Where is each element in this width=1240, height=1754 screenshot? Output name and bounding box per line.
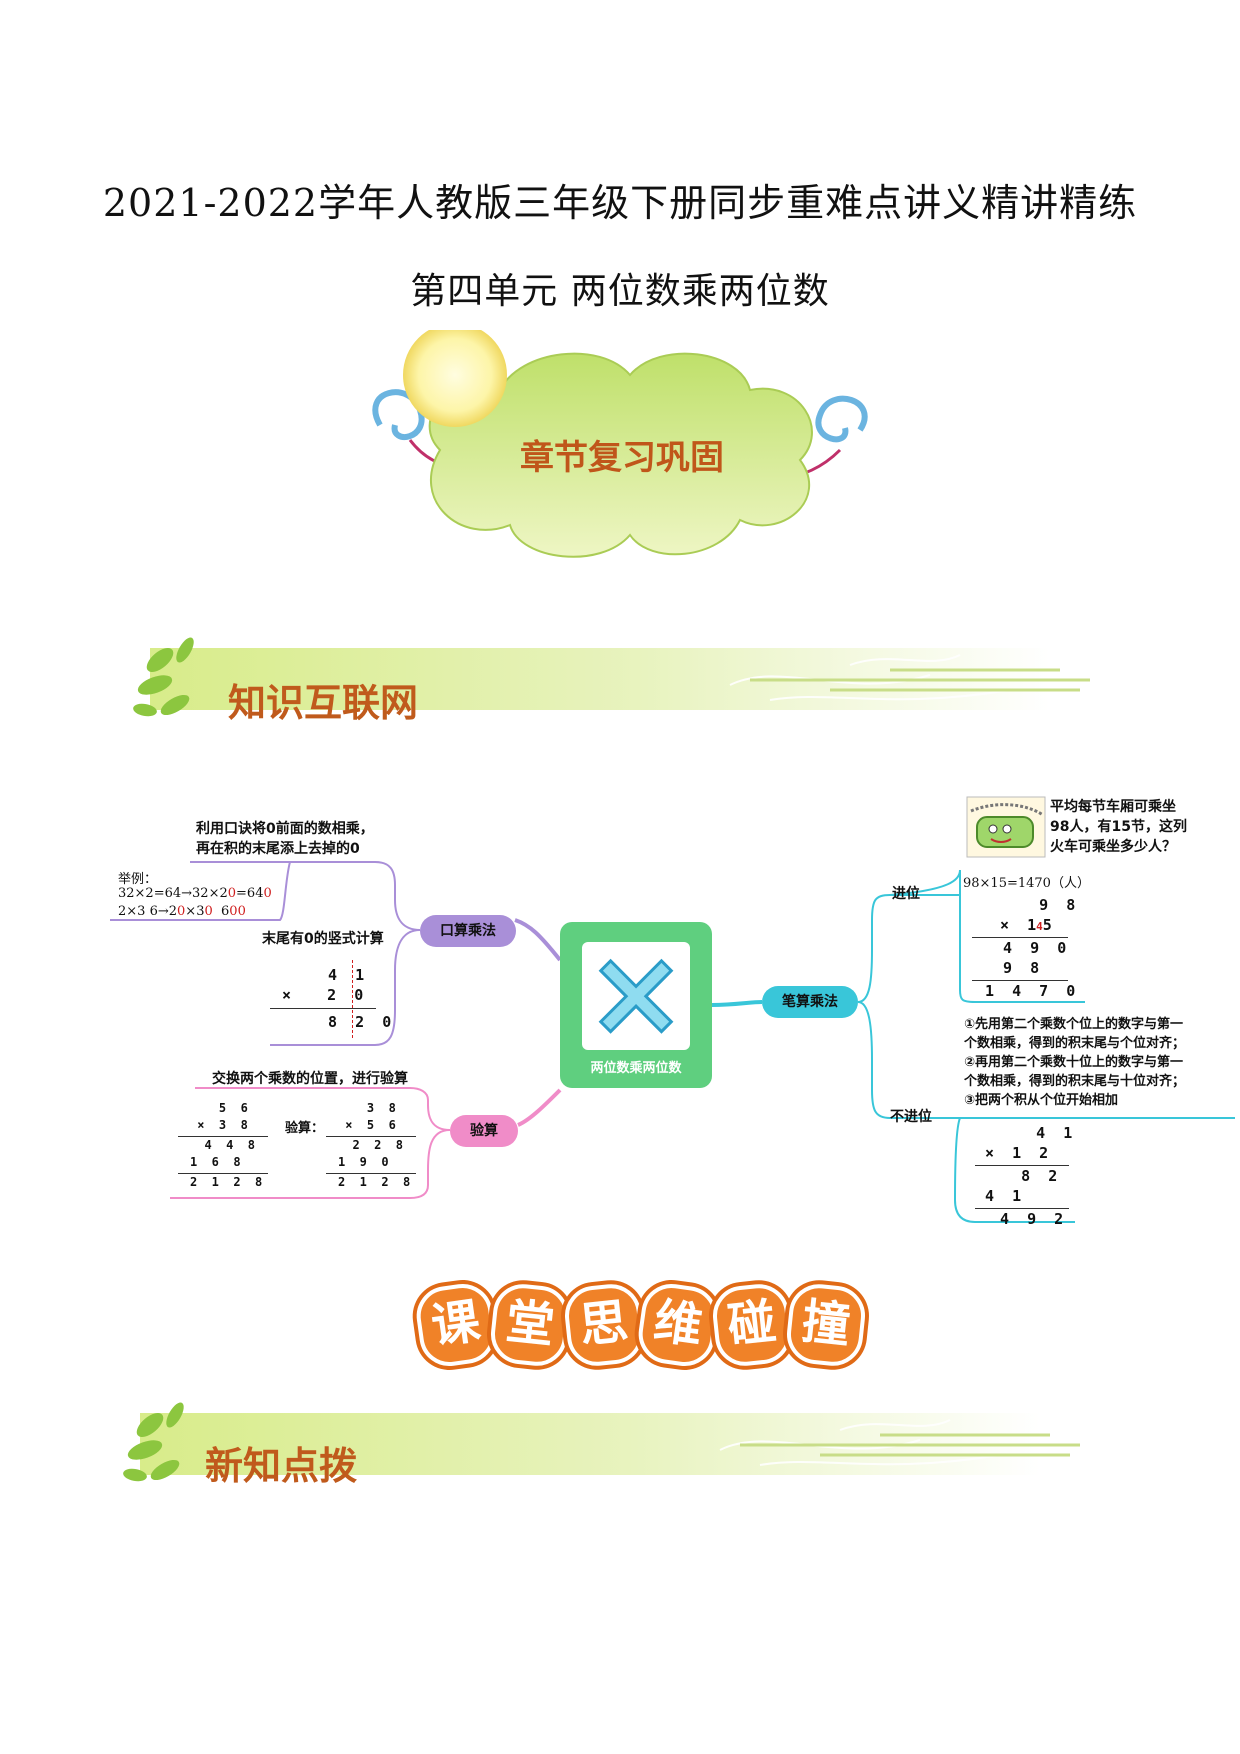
check-b-row-4: 1 9 0 [338, 1155, 389, 1169]
check-label: 交换两个乘数的位置，进行验算 [212, 1071, 408, 1087]
step-2-line-1: ②再用第二个乘数十位上的数字与第一 [964, 1055, 1184, 1070]
oral-rule-line-1: 利用口诀将0前面的数相乘， [196, 821, 374, 837]
example-1: 32×2=64→32×20=640 [118, 886, 272, 901]
problem-line-2: 98人，有15节，这列 [1050, 819, 1187, 835]
train-icon [966, 796, 1046, 858]
classroom-char-3: 思 [562, 1281, 646, 1369]
step-1-line-1: ①先用第二个乘数个位上的数字与第一 [964, 1017, 1184, 1032]
oral-vertical-line [270, 1008, 376, 1009]
carry-node: 进位 [892, 886, 920, 902]
nocarry-row-1: 4 1 [1000, 1124, 1073, 1142]
check-b-row-2: × 5 6 [338, 1118, 396, 1132]
carry-row-5: 1 4 7 0 [985, 982, 1076, 1000]
no-carry-node: 不进位 [890, 1109, 932, 1125]
check-node: 验算 [450, 1115, 518, 1147]
center-node-label: 两位数乘两位数 [590, 1061, 682, 1076]
document-title: 2021-2022学年人教版三年级下册同步重难点讲义精讲精练 [102, 181, 1138, 225]
nocarry-row-4: 4 1 [985, 1187, 1022, 1205]
check-word: 验算： [285, 1121, 325, 1136]
nocarry-line-2 [975, 1208, 1069, 1209]
check-a-row-1: 5 6 [190, 1101, 248, 1115]
vertical-zero-label: 末尾有0的竖式计算 [262, 931, 384, 947]
step-3: ③把两个积从个位开始相加 [964, 1093, 1119, 1108]
example-title: 举例： [118, 872, 158, 887]
oral-vertical-row-1: 4 1 [310, 966, 365, 984]
nocarry-row-2: × 1 2 [985, 1144, 1049, 1162]
nocarry-row-5: 4 9 2 [1000, 1210, 1064, 1228]
check-b-row-3: 2 2 8 [338, 1138, 404, 1152]
problem-line-1: 平均每节车厢可乘坐 [1050, 799, 1176, 815]
section-banner-2-graphic [123, 1402, 1080, 1482]
section-banner-1-label: 知识互联网 [228, 681, 419, 725]
cloud-banner-label: 章节复习巩固 [520, 438, 724, 478]
nocarry-row-3: 8 2 [985, 1167, 1058, 1185]
carry-row-3: 4 9 0 [985, 939, 1067, 957]
check-a-line-1 [178, 1136, 268, 1137]
check-b-line-2 [326, 1173, 416, 1174]
carry-row-2: × 145 [1000, 916, 1052, 934]
carry-line-2 [972, 980, 1068, 981]
example-2: 2×3 6→20×30 600 [118, 904, 246, 919]
check-a-line-2 [178, 1173, 268, 1174]
carry-row-4: 9 8 [985, 959, 1040, 977]
step-1-line-2: 个数相乘，得到的积末尾与个位对齐； [964, 1036, 1186, 1051]
section-banner-1-graphic [133, 637, 1090, 717]
oral-vertical-row-3: 8 2 0 [310, 1013, 392, 1031]
center-node: × 两位数乘两位数 [560, 922, 712, 1088]
section-banner-2-label: 新知点拨 [205, 1444, 358, 1488]
oral-rule-line-2: 再在积的末尾添上去掉的0 [196, 841, 360, 857]
carry-row-1: 9 8 [985, 896, 1076, 914]
classroom-char-6: 撞 [784, 1281, 868, 1369]
carry-line-1 [972, 937, 1068, 938]
classroom-char-2: 堂 [488, 1281, 572, 1369]
step-2-line-2: 个数相乘，得到的积末尾与十位对齐； [964, 1074, 1186, 1089]
check-a-row-3: 4 4 8 [190, 1138, 256, 1152]
check-b-line-1 [326, 1136, 416, 1137]
cloud-banner-graphic [372, 330, 868, 558]
check-a-row-2: × 3 8 [190, 1118, 248, 1132]
written-multiplication-node: 笔算乘法 [762, 986, 858, 1018]
carry-equation: 98×15=1470（人） [963, 876, 1090, 891]
check-a-row-5: 2 1 2 8 [190, 1175, 263, 1189]
classroom-char-5: 碰 [710, 1281, 794, 1369]
check-b-row-1: 3 8 [338, 1101, 396, 1115]
check-a-row-4: 1 6 8 [190, 1155, 241, 1169]
nocarry-line-1 [975, 1165, 1069, 1166]
oral-zero-divider [352, 960, 353, 1038]
problem-line-3: 火车可乘坐多少人？ [1050, 839, 1176, 855]
document-subtitle: 第四单元 两位数乘两位数 [410, 271, 830, 312]
check-b-row-5: 2 1 2 8 [338, 1175, 411, 1189]
multiply-symbol-icon: × [584, 924, 688, 1063]
oral-vertical-row-2: × 2 0 [282, 986, 364, 1004]
oral-multiplication-node: 口算乘法 [420, 915, 516, 947]
